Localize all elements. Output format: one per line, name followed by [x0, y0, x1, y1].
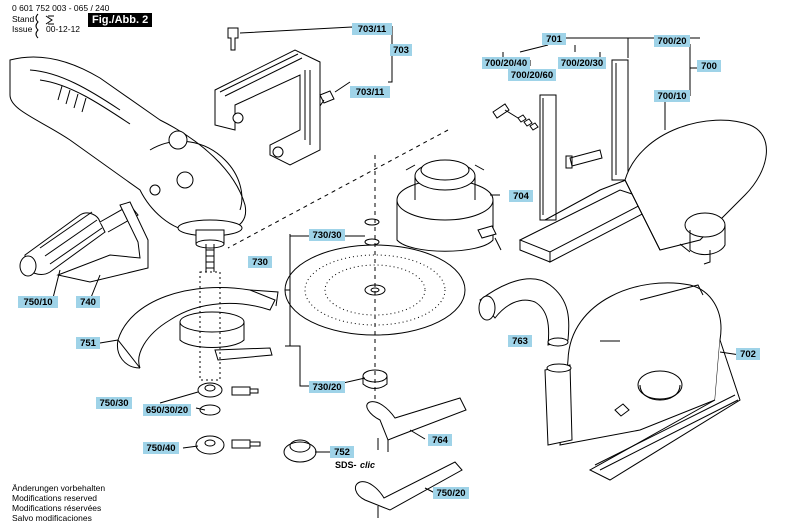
guide-bracket — [214, 49, 321, 166]
part-label-750-30: 750/30 — [96, 397, 132, 409]
stand-symbol — [45, 15, 54, 25]
svg-text:700/20: 700/20 — [657, 36, 686, 47]
svg-text:750/30: 750/30 — [99, 398, 128, 409]
document-number: 0 601 752 003 - 065 / 240 — [12, 3, 110, 13]
part-label-703-11b: 703/11 — [350, 86, 390, 98]
svg-text:702: 702 — [740, 349, 756, 360]
issue-label: Issue — [12, 24, 33, 34]
svg-text:763: 763 — [512, 336, 528, 347]
handle-bracket — [56, 201, 149, 283]
stand-label: Stand — [12, 14, 35, 24]
extraction-hood — [544, 282, 741, 481]
svg-text:704: 704 — [513, 191, 530, 202]
part-label-650-30-20: 650/30/20 — [143, 404, 191, 416]
brace-symbol — [35, 13, 39, 39]
part-labels: 703/11 703 703/11 701 700/20/40 700/20/6… — [18, 23, 760, 499]
sanding-disc — [284, 244, 466, 336]
svg-text:750/10: 750/10 — [23, 297, 52, 308]
angle-grinder — [9, 56, 247, 249]
part-label-750-10: 750/10 — [18, 296, 58, 308]
two-pin-spanner-750-20 — [354, 461, 463, 511]
svg-text:700/20/40: 700/20/40 — [485, 58, 527, 69]
part-label-750-20: 750/20 — [433, 487, 469, 499]
part-label-700-20: 700/20 — [654, 35, 690, 47]
cutting-guide — [518, 59, 652, 263]
svg-text:703: 703 — [393, 45, 409, 56]
part-label-730-30: 730/30 — [309, 229, 345, 241]
part-label-763: 763 — [508, 335, 532, 347]
cutting-guard — [624, 119, 767, 265]
o-ring — [199, 404, 221, 416]
screw-703-11a — [227, 27, 239, 51]
part-label-752: 752 — [330, 446, 354, 458]
footer-notes: Änderungen vorbehalten Modifications res… — [12, 483, 105, 523]
part-label-764: 764 — [428, 434, 452, 446]
svg-text:764: 764 — [432, 435, 449, 446]
svg-text:730/30: 730/30 — [312, 230, 341, 241]
svg-text:751: 751 — [80, 338, 97, 349]
washer-bottom — [364, 238, 380, 246]
part-label-700: 700 — [697, 60, 721, 72]
part-label-701: 701 — [542, 33, 566, 45]
footer-line-fr: Modifications réservées — [12, 503, 102, 513]
footer-line-es: Salvo modificaciones — [12, 513, 92, 523]
svg-text:701: 701 — [546, 34, 563, 45]
screw-703-11b — [319, 90, 335, 107]
svg-text:SDS-: SDS- — [335, 460, 357, 470]
spindle — [205, 244, 215, 272]
washer-top — [364, 218, 380, 226]
svg-text:703/11: 703/11 — [356, 87, 385, 98]
assembly-dash-line — [227, 129, 449, 249]
part-label-700-20-30: 700/20/30 — [558, 57, 606, 69]
part-label-730: 730 — [248, 256, 272, 268]
footer-line-de: Änderungen vorbehalten — [12, 483, 106, 493]
svg-text:700/20/60: 700/20/60 — [511, 70, 553, 81]
part-label-740: 740 — [76, 296, 100, 308]
clamping-nut — [195, 435, 225, 455]
part-label-750-40: 750/40 — [143, 442, 179, 454]
svg-text:730/20: 730/20 — [312, 382, 341, 393]
dust-hood — [396, 159, 502, 252]
figure-label: Fig./Abb. 2 — [88, 13, 153, 27]
issue-date: 00-12-12 — [46, 24, 81, 34]
svg-text:740: 740 — [80, 297, 96, 308]
sds-clic-logo: SDS- clic — [335, 460, 375, 470]
svg-text:730: 730 — [252, 257, 268, 268]
footer-line-en: Modifications reserved — [12, 493, 98, 503]
svg-text:650/30/20: 650/30/20 — [146, 405, 188, 416]
part-label-702: 702 — [736, 348, 760, 360]
part-label-730-20: 730/20 — [309, 381, 345, 393]
part-label-700-20-60: 700/20/60 — [508, 69, 556, 81]
part-label-704: 704 — [509, 190, 533, 202]
svg-text:752: 752 — [334, 447, 350, 458]
compression-spring — [517, 114, 539, 131]
carriage-bolt — [565, 149, 603, 169]
suction-elbow — [478, 278, 570, 347]
part-label-703-11a: 703/11 — [352, 23, 392, 35]
svg-text:700/10: 700/10 — [657, 91, 686, 102]
svg-text:700/20/30: 700/20/30 — [561, 58, 603, 69]
svg-text:700: 700 — [701, 61, 717, 72]
svg-text:clic: clic — [360, 460, 375, 470]
svg-text:750/20: 750/20 — [436, 488, 465, 499]
mounting-flange — [197, 382, 223, 398]
part-label-751: 751 — [76, 337, 100, 349]
part-label-703: 703 — [390, 44, 412, 56]
two-pin-spanner-764 — [366, 397, 467, 441]
svg-text:750/40: 750/40 — [146, 443, 175, 454]
part-label-700-10: 700/10 — [654, 90, 690, 102]
wing-screw — [492, 103, 519, 119]
svg-text:703/11: 703/11 — [358, 24, 387, 35]
wheel-guard — [116, 286, 279, 369]
part-label-700-20-40: 700/20/40 — [482, 57, 530, 69]
